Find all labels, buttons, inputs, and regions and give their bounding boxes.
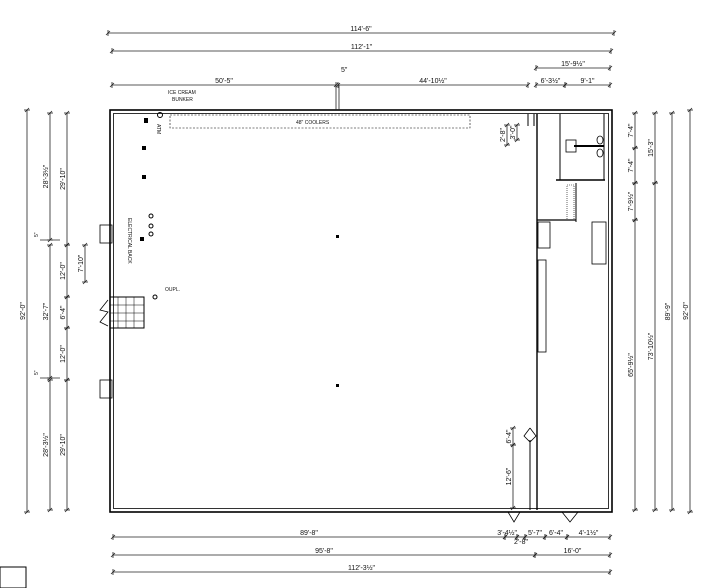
dimension-label: 5'-7" xyxy=(528,530,542,537)
building-walls xyxy=(99,109,613,523)
title-block-corner xyxy=(0,566,27,588)
dimension-label: 89'-8" xyxy=(300,530,318,537)
dimension-label: 89'-9" xyxy=(665,302,672,320)
dimension-label: 6'-4" xyxy=(60,305,67,319)
dimension-label: 65'-9½" xyxy=(627,353,635,377)
dimension-label: 2'-8" xyxy=(500,128,507,142)
dimension-label: 7'-10" xyxy=(78,254,85,272)
dimension-label: 12'-0" xyxy=(60,262,67,280)
dimension-label: 4'-1½" xyxy=(579,529,599,537)
dimension-label: 92'-0" xyxy=(683,302,690,320)
dimension-label: 28'-3½" xyxy=(42,164,50,188)
dimension-label: 114'-6" xyxy=(350,26,372,33)
dimension-label: 28'-3½" xyxy=(42,433,50,457)
dimension-label: 5" xyxy=(34,370,40,375)
dimension-label: 5" xyxy=(341,67,348,74)
dimension-label: 112'-1" xyxy=(351,44,373,51)
dimension-label: 95'-8" xyxy=(315,548,333,555)
ice-cream-label: ICE CREAM xyxy=(168,90,196,96)
dimension-label: 2'-8" xyxy=(514,539,528,546)
dimension-label: 15'-9½" xyxy=(561,60,585,68)
dimension-label: 3'-0" xyxy=(510,125,517,139)
fixtures xyxy=(140,112,604,387)
dimension-label: 12'-6" xyxy=(506,467,513,485)
coolers-row xyxy=(169,114,471,129)
atm-label: ATM xyxy=(155,124,161,134)
dimension-label: 7'-4" xyxy=(628,158,635,172)
dimension-label: 32'-7" xyxy=(43,302,50,320)
bunker-label: BUNKER xyxy=(172,97,193,103)
dimension-label: 6'-3½" xyxy=(541,77,561,85)
dimension-label: 29'-10" xyxy=(60,168,67,190)
dimension-label: 15'-3" xyxy=(648,139,655,157)
dimension-label: 3'-4½" xyxy=(497,529,517,537)
dimension-label: 50'-5" xyxy=(215,78,233,85)
dimension-label: 73'-10½" xyxy=(647,332,655,360)
dimension-label: 112'-3½" xyxy=(348,564,376,572)
dimension-label: 7'-4" xyxy=(628,123,635,137)
dimension-label: 16'-0" xyxy=(564,548,582,555)
dimension-label: 12'-0" xyxy=(60,345,67,363)
dimension-label: 44'-10½" xyxy=(419,77,447,85)
dimension-label: 6'-4" xyxy=(549,530,563,537)
dimension-label: 7'-9½" xyxy=(627,191,635,211)
dimension-label: 92'-0" xyxy=(20,302,27,320)
dimension-label: 9'-1" xyxy=(581,78,595,85)
outlet-label: OUPL. xyxy=(165,287,180,293)
dimension-label: 6'-4" xyxy=(506,429,513,443)
coolers-label: 48" COOLERS xyxy=(296,120,330,126)
electrical-label: ELECTRICAL BACK xyxy=(126,218,132,264)
dimension-label: 29'-10" xyxy=(60,434,67,456)
dimension-label: 5" xyxy=(34,232,40,237)
